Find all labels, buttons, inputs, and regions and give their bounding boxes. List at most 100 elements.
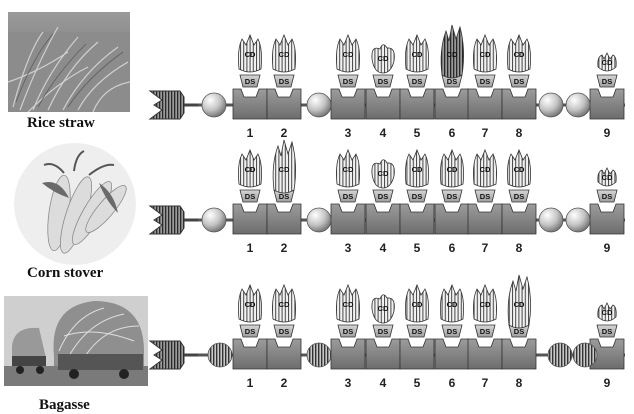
dockerin-label: DS <box>245 77 255 86</box>
module-number: 5 <box>414 126 421 140</box>
cohesin-module: DSCD9 <box>590 53 624 140</box>
cohesin-block <box>590 89 624 119</box>
cohesin-block <box>233 339 267 369</box>
module-number: 8 <box>516 376 523 390</box>
module-number: 4 <box>380 241 387 255</box>
cohesin-module: DS CD 2 <box>267 285 301 390</box>
catalytic-domain-label: CD <box>602 173 613 182</box>
module-number: 9 <box>604 376 611 390</box>
cohesin-module: DSCD6 <box>435 25 469 140</box>
linker-ball <box>307 208 331 232</box>
cohesin-block <box>267 89 301 119</box>
dockerin-label: DS <box>514 77 524 86</box>
catalytic-domain-label: CD <box>378 169 389 178</box>
anchor-module <box>150 91 198 119</box>
module-number: 1 <box>247 376 254 390</box>
cohesin-block <box>435 89 469 119</box>
catalytic-domain-label: CD <box>343 50 354 59</box>
dockerin-label: DS <box>447 192 457 201</box>
module-number: 8 <box>516 126 523 140</box>
dockerin-label: DS <box>480 192 490 201</box>
cohesin-block <box>267 204 301 234</box>
module-number: 2 <box>281 126 288 140</box>
linker-ball <box>539 208 563 232</box>
cohesin-block <box>435 339 469 369</box>
catalytic-domain-label: CD <box>343 165 354 174</box>
catalytic-domain-label: CD <box>480 50 491 59</box>
cohesin-module: DS CD 4 <box>366 160 400 255</box>
linker-ball <box>566 93 590 117</box>
dockerin-label: DS <box>480 327 490 336</box>
linker-ball <box>208 343 232 367</box>
module-number: 3 <box>345 126 352 140</box>
dockerin-label: DS <box>245 192 255 201</box>
module-number: 5 <box>414 376 421 390</box>
module-number: 1 <box>247 126 254 140</box>
cohesin-module: DSCD9 <box>590 168 624 255</box>
catalytic-domain-label: CD <box>245 50 256 59</box>
cohesin-module: DSCD5 <box>400 150 434 255</box>
cohesin-block <box>233 89 267 119</box>
dockerin-label: DS <box>602 192 612 201</box>
module-number: 8 <box>516 241 523 255</box>
module-number: 3 <box>345 376 352 390</box>
cohesin-block <box>502 89 536 119</box>
dockerin-label: DS <box>412 192 422 201</box>
cohesin-block <box>366 204 400 234</box>
dockerin-label: DS <box>412 327 422 336</box>
module-row: DSCD1DSCD2DSCD3DSCD4DSCD5DSCD6DSCD7DSCD8… <box>195 25 625 140</box>
cohesin-block <box>400 204 434 234</box>
dockerin-label: DS <box>602 327 612 336</box>
cohesin-block <box>468 89 502 119</box>
cohesin-module: DS CD 7 <box>468 285 502 390</box>
catalytic-domain-label: CD <box>245 165 256 174</box>
catalytic-domain-label: CD <box>245 300 256 309</box>
dockerin-label: DS <box>343 327 353 336</box>
cohesin-block <box>435 204 469 234</box>
cohesin-module: DS CD 7 <box>468 35 502 140</box>
anchor-module <box>150 206 198 234</box>
catalytic-domain-label: CD <box>343 300 354 309</box>
linker-ball <box>539 93 563 117</box>
linker-ball <box>202 208 226 232</box>
catalytic-domain-label: CD <box>378 304 389 313</box>
catalytic-domain-label: CD <box>279 300 290 309</box>
dockerin-label: DS <box>378 192 388 201</box>
dockerin-label: DS <box>279 327 289 336</box>
dockerin-label: DS <box>480 77 490 86</box>
dockerin-label: DS <box>602 77 612 86</box>
dockerin-label: DS <box>447 327 457 336</box>
cohesin-module: DS CD 1 <box>233 35 267 140</box>
catalytic-domain-label: CD <box>514 165 525 174</box>
cohesin-module: DS CD 3 <box>331 285 365 390</box>
anchor-module <box>150 341 198 369</box>
catalytic-domain-label: CD <box>514 50 525 59</box>
catalytic-domain-label: CD <box>279 50 290 59</box>
module-number: 7 <box>482 376 489 390</box>
module-number: 6 <box>449 126 456 140</box>
module-number: 7 <box>482 126 489 140</box>
catalytic-domain-label: CD <box>412 165 423 174</box>
module-number: 6 <box>449 376 456 390</box>
cohesin-module: DS CD 8 <box>502 35 536 140</box>
module-number: 4 <box>380 376 387 390</box>
cohesin-block <box>366 89 400 119</box>
module-row: DSCD1DSCD2DSCD3DSCD4DSCD5DSCD6DSCD7DSCD8… <box>195 275 625 390</box>
module-number: 2 <box>281 376 288 390</box>
catalytic-domain-label: CD <box>480 300 491 309</box>
catalytic-domain-label: CD <box>514 300 525 309</box>
linker-ball <box>202 93 226 117</box>
module-number: 1 <box>247 241 254 255</box>
dockerin-label: DS <box>412 77 422 86</box>
module-number: 9 <box>604 126 611 140</box>
cohesin-block <box>400 89 434 119</box>
